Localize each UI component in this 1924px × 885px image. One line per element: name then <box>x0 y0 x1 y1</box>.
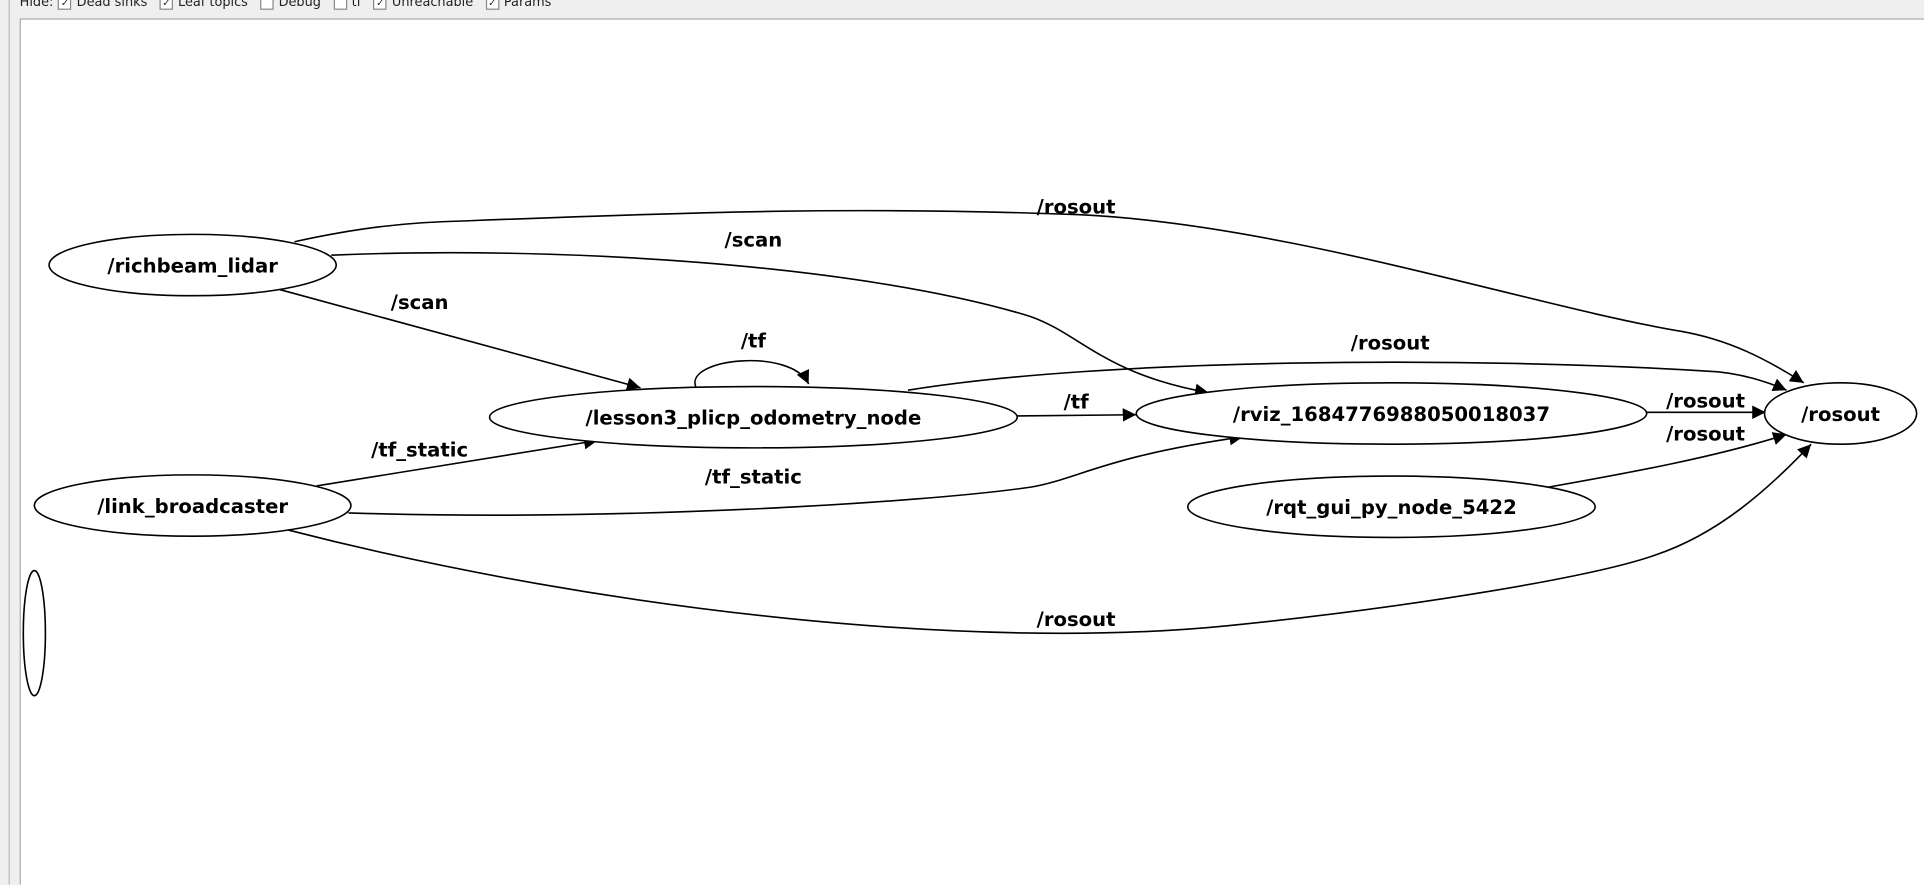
edge-richbeam-lesson3[interactable] <box>279 288 641 391</box>
edge-label: /rosout <box>1351 332 1430 355</box>
checkbox-box[interactable]: ✓ <box>159 0 174 10</box>
graph-canvas[interactable] <box>19 18 1924 885</box>
checkbox-label: Debug <box>278 0 321 10</box>
checkbox-label: Dead sinks <box>76 0 148 10</box>
edge-label: /scan <box>391 291 449 314</box>
edge-label: /rosout <box>1037 196 1116 219</box>
node-rosout[interactable]: /rosout <box>1763 382 1918 445</box>
node-label: /rosout <box>1801 403 1880 426</box>
node-label: /rqt_gui_py_node_5422 <box>1266 496 1517 519</box>
edge-richbeam-rosout[interactable] <box>294 209 1805 384</box>
hide-label: Hide: <box>19 0 54 10</box>
node-label: /richbeam_lidar <box>107 254 278 277</box>
node-rqt-gui-py[interactable]: /rqt_gui_py_node_5422 <box>1186 475 1596 539</box>
checkbox-debug[interactable]: Debug <box>260 0 321 10</box>
edge-richbeam-rviz[interactable] <box>331 251 1209 397</box>
node-rviz[interactable]: /rviz_1684776988050018037 <box>1135 382 1648 445</box>
checkbox-leaf-topics[interactable]: ✓Leaf topics <box>159 0 248 10</box>
edge-lesson3-rosout[interactable] <box>907 361 1787 391</box>
checkbox-tf[interactable]: tf <box>333 0 361 10</box>
edge-label: /rosout <box>1037 608 1116 631</box>
edge-label: /rosout <box>1666 423 1745 446</box>
edge-link-lesson3[interactable] <box>316 435 598 487</box>
node-link-broadcaster[interactable]: /link_broadcaster <box>33 474 352 538</box>
nodes: /richbeam_lidar /lesson3_plicp_odometry_… <box>22 233 1918 697</box>
edge-label: /rosout <box>1666 389 1745 412</box>
checkbox-box[interactable]: ✓ <box>485 0 499 10</box>
edge-label: /tf <box>741 329 767 352</box>
unlabeled-node[interactable] <box>22 569 47 697</box>
node-label: /rviz_1684776988050018037 <box>1233 403 1550 426</box>
node-label: /lesson3_plicp_odometry_node <box>586 407 922 430</box>
edge-label: /tf_static <box>705 465 802 488</box>
node-richbeam-lidar[interactable]: /richbeam_lidar <box>48 233 338 297</box>
edge-lesson3-self[interactable] <box>694 359 810 387</box>
edge-rqt-rosout[interactable] <box>1548 432 1787 488</box>
checkbox-box[interactable]: ✓ <box>58 0 72 10</box>
edge-label: /tf <box>1064 391 1090 414</box>
hide-filter-bar: Hide: ✓Dead sinks ✓Leaf topics Debug tf … <box>20 0 559 11</box>
node-lesson3-plicp-odometry[interactable]: /lesson3_plicp_odometry_node <box>488 385 1019 449</box>
edge-labels: /rosout /scan /scan /tf /tf /rosout /ros… <box>371 196 1745 631</box>
checkbox-params[interactable]: ✓ Params <box>485 0 551 10</box>
checkbox-label: tf <box>351 0 362 10</box>
checkbox-dead-sinks[interactable]: ✓ Dead sinks <box>58 0 147 10</box>
edge-link-rviz[interactable] <box>348 432 1244 516</box>
edge-lesson3-rviz[interactable] <box>1017 408 1137 422</box>
checkbox-label: Params <box>503 0 552 10</box>
edge-label: /tf_static <box>371 438 468 461</box>
checkbox-label: Unreachable <box>391 0 474 10</box>
edge-label: /scan <box>725 229 783 252</box>
edge-link-rosout[interactable] <box>288 443 1812 635</box>
checkbox-box[interactable] <box>260 0 274 10</box>
checkbox-label: Leaf topics <box>177 0 248 10</box>
edges <box>279 209 1812 635</box>
checkbox-unreachable[interactable]: ✓ Unreachable <box>373 0 473 10</box>
checkbox-box[interactable] <box>333 0 347 10</box>
node-label: /link_broadcaster <box>97 495 288 518</box>
left-splitter[interactable] <box>8 0 10 885</box>
checkbox-box[interactable]: ✓ <box>373 0 387 10</box>
